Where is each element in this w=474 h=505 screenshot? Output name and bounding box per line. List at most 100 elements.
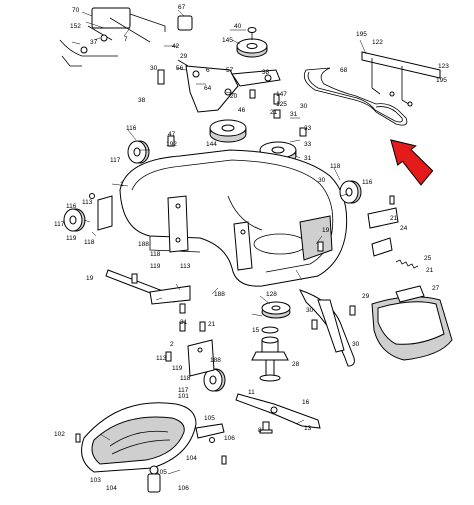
part-label-117a: 117 xyxy=(110,157,121,164)
part-label-68: 68 xyxy=(340,67,348,74)
part-label-144: 144 xyxy=(206,141,217,148)
belt-cover xyxy=(81,402,197,473)
part-label-7: 7 xyxy=(124,36,128,43)
drive-belt xyxy=(303,67,408,126)
part-label-113a: 113 xyxy=(82,199,93,206)
gauge-wheel-upper-left xyxy=(127,140,150,164)
part-label-105a: 105 xyxy=(204,415,215,422)
discharge-chute xyxy=(371,285,453,361)
part-label-38a: 38 xyxy=(138,97,146,104)
part-label-30b: 30 xyxy=(300,103,308,110)
part-label-21b: 21 xyxy=(390,215,398,222)
part-label-8: 8 xyxy=(258,427,262,434)
cover-knob xyxy=(147,465,161,493)
part-label-105b: 105 xyxy=(156,469,167,476)
wheel-bracket-bottom xyxy=(187,339,215,377)
gauge-wheel-right xyxy=(339,180,362,204)
part-label-6: 6 xyxy=(206,67,210,74)
part-label-20: 20 xyxy=(230,93,238,100)
part-label-188a: 188 xyxy=(138,241,149,248)
part-label-117c: 117 xyxy=(178,387,189,394)
gauge-wheel-left xyxy=(63,208,86,232)
part-label-40: 40 xyxy=(234,23,242,30)
deck-bracket-right xyxy=(233,221,253,271)
part-label-21a: 21 xyxy=(270,109,278,116)
idler-arm xyxy=(231,69,281,87)
part-label-195a: 195 xyxy=(356,31,367,38)
part-label-188c: 188 xyxy=(210,357,221,364)
part-label-118b: 118 xyxy=(84,239,95,246)
part-label-33b: 33 xyxy=(304,141,312,148)
part-label-57: 57 xyxy=(226,67,234,74)
part-label-118d: 118 xyxy=(180,375,191,382)
part-label-122: 122 xyxy=(372,39,383,46)
part-label-21c: 21 xyxy=(426,267,434,274)
part-label-11: 11 xyxy=(248,389,255,396)
part-label-16: 16 xyxy=(302,399,310,406)
left-spindle-pulley xyxy=(209,119,247,143)
wheel-bracket-right xyxy=(367,207,399,229)
part-label-113b: 113 xyxy=(180,263,191,270)
part-label-2: 2 xyxy=(170,341,174,348)
part-label-128: 128 xyxy=(266,291,277,298)
part-label-1: 1 xyxy=(120,181,124,188)
leader-lines xyxy=(71,11,349,475)
blade-spindle xyxy=(251,336,289,382)
part-label-15: 15 xyxy=(252,327,260,334)
part-label-28: 28 xyxy=(292,361,300,368)
part-label-31c: 31 xyxy=(180,319,188,326)
mower-deck-housing xyxy=(119,149,348,287)
adjustment-knob xyxy=(177,9,193,31)
part-label-46: 46 xyxy=(238,107,246,114)
deck-bracket-left xyxy=(167,195,189,253)
part-label-106b: 106 xyxy=(178,485,189,492)
gauge-wheel-bottom-left xyxy=(203,368,226,392)
blade-bolt xyxy=(259,421,273,434)
part-label-106a: 106 xyxy=(224,435,235,442)
part-label-70: 70 xyxy=(72,7,80,14)
hanger-bracket xyxy=(149,285,191,305)
part-label-104b: 104 xyxy=(106,485,117,492)
part-label-119a: 119 xyxy=(66,235,77,242)
part-label-119c: 119 xyxy=(172,365,183,372)
part-label-118a: 118 xyxy=(330,163,341,170)
part-label-152: 152 xyxy=(70,23,81,30)
part-label-13: 13 xyxy=(304,425,312,432)
part-label-101: 101 xyxy=(178,393,189,400)
part-label-29b: 29 xyxy=(362,293,370,300)
spindle-pulley-lower xyxy=(261,301,291,319)
part-label-117b: 117 xyxy=(54,221,65,228)
red-arrow xyxy=(390,139,434,186)
part-label-145: 145 xyxy=(222,37,233,44)
part-label-102: 102 xyxy=(54,431,65,438)
chute-spring xyxy=(371,237,419,269)
part-label-56: 56 xyxy=(176,65,184,72)
part-label-19b: 19 xyxy=(86,275,94,282)
part-label-123: 123 xyxy=(438,63,449,70)
hardware-bolts xyxy=(75,195,395,465)
part-label-116b: 116 xyxy=(362,179,373,186)
part-label-119b: 119 xyxy=(150,263,161,270)
part-label-188b: 188 xyxy=(214,291,225,298)
bellcrank-bracket xyxy=(177,59,239,113)
part-label-118c: 118 xyxy=(150,251,161,258)
lift-linkage-rod xyxy=(59,7,166,57)
belt-keeper-bracket xyxy=(359,39,441,107)
part-label-30a: 30 xyxy=(150,65,158,72)
part-label-21d: 21 xyxy=(208,321,216,328)
part-number-labels: 70 67 152 37 7 40 145 42 56 6 29 195 122… xyxy=(54,4,449,492)
part-label-192: 192 xyxy=(166,141,177,148)
rod-end-spring xyxy=(61,46,88,67)
part-label-38b: 38 xyxy=(262,69,270,76)
pulley-washer xyxy=(247,27,257,40)
part-label-103: 103 xyxy=(90,477,101,484)
part-label-147: 147 xyxy=(276,91,287,98)
part-label-31b: 31 xyxy=(304,155,312,162)
part-label-30e: 30 xyxy=(352,341,360,348)
part-label-125: 125 xyxy=(276,101,287,108)
part-label-30d: 30 xyxy=(306,307,314,314)
part-label-37: 37 xyxy=(90,39,98,46)
wheel-bracket-left xyxy=(89,193,113,231)
spindle-washer xyxy=(261,326,279,334)
